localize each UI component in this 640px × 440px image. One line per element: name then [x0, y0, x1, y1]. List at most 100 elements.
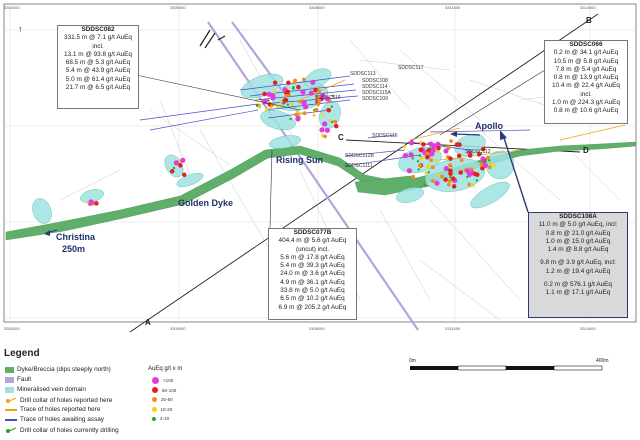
- au-class-item: >100: [152, 377, 173, 384]
- assay-dot: [286, 80, 291, 86]
- assay-dot: [285, 89, 290, 95]
- assay-dot: [421, 142, 426, 147]
- au-class-label: 20-50: [161, 397, 173, 402]
- orange-collar-icon: [6, 397, 17, 403]
- au-class-item: 20-50: [152, 397, 173, 402]
- assay-dot: [454, 142, 460, 147]
- assay-dot: [427, 171, 430, 174]
- assay-dot: [426, 166, 430, 170]
- assay-dot: [448, 156, 453, 161]
- legend-label: Fault: [17, 376, 32, 383]
- assay-dot: [313, 87, 318, 93]
- section-letter-c: C: [338, 133, 344, 142]
- au-class-label: 10-20: [160, 407, 173, 412]
- assay-dot: [479, 152, 483, 155]
- assay-dot: [446, 182, 451, 187]
- legend-label: Trace of holes reported here: [20, 406, 101, 413]
- easting-tick-bottom-5: 3314000: [580, 326, 596, 331]
- assay-dot: [449, 176, 452, 179]
- orange-trace-icon: [5, 408, 17, 411]
- assay-dot: [429, 147, 432, 150]
- assay-dot: [471, 183, 475, 187]
- intercept-line: (uncut) incl.: [295, 245, 330, 253]
- scale-end-label: 400m: [596, 358, 609, 364]
- assay-dot: [443, 166, 449, 172]
- assay-dot: [416, 160, 420, 163]
- callout-title: SDDSC077B: [293, 229, 332, 236]
- assay-dot: [315, 94, 319, 99]
- legend-item-vein: Mineralised vein domain: [5, 386, 86, 393]
- legend-item-collar-drilling: Drill collar of holes currently drilling: [5, 426, 119, 434]
- assay-dot: [435, 150, 439, 154]
- au-class-item: 10-20: [152, 407, 172, 412]
- assay-dot: [429, 158, 433, 163]
- assay-dot: [320, 93, 326, 99]
- intercept-line: 33.8 m @ 5.0 g/t AuEq: [280, 287, 345, 295]
- assay-dot: [333, 123, 339, 129]
- intercept-line: 0.8 m @ 10.6 g/t AuEq: [553, 107, 619, 115]
- assay-dot: [418, 147, 424, 153]
- vein-swatch-icon: [5, 386, 14, 393]
- assay-dot: [451, 176, 456, 181]
- assay-dot: [449, 139, 453, 143]
- assay-dot: [298, 111, 302, 116]
- apollo-arrow: [450, 131, 481, 137]
- assay-dot: [293, 78, 297, 83]
- intercept-line: incl.: [92, 42, 104, 50]
- assay-dot: [328, 118, 332, 123]
- assay-dot: [486, 155, 490, 160]
- legend-label: Mineralised vein domain: [17, 386, 86, 393]
- assay-dot: [301, 100, 307, 106]
- assay-dot: [411, 157, 414, 160]
- au-class-item: 2-10: [152, 416, 169, 421]
- au-class-label: 50-100: [162, 387, 177, 393]
- callout-sddsc066: SDDSC066 0.2 m @ 34.1 g/t AuEq 10.5 m @ …: [544, 40, 628, 124]
- dyke-swatch-icon: [5, 366, 14, 373]
- assay-dot: [402, 153, 408, 159]
- north-arrow-icon: ↑: [18, 24, 23, 34]
- area-label-golden-dyke: Golden Dyke: [178, 198, 234, 208]
- assay-dot: [488, 159, 491, 162]
- assay-dot: [303, 104, 309, 110]
- hole-label: SDDSC112B: [345, 153, 374, 159]
- assay-dot: [446, 145, 451, 149]
- green-collar-icon: [6, 427, 17, 433]
- assay-dot: [443, 144, 446, 148]
- callout-sddsc108a: SDDSC108A 11.0 m @ 5.0 g/t AuEq, incl: 0…: [528, 212, 628, 318]
- assay-dot: [316, 102, 320, 107]
- assay-dot: [94, 201, 99, 206]
- assay-dot: [324, 127, 330, 133]
- easting-tick-2: 3305000: [170, 5, 186, 10]
- assay-dot: [258, 105, 262, 109]
- fault-dip-symbol: [199, 29, 226, 49]
- assay-dot: [292, 86, 295, 89]
- orange-dot-icon: [152, 397, 157, 402]
- legend-item-fault: Fault: [5, 376, 31, 383]
- intercept-line: 13.1 m @ 93.8 g/t AuEq: [64, 50, 132, 58]
- assay-dot: [282, 98, 288, 103]
- intercept-line: 5.4 m @ 39.3 g/t AuEq: [280, 262, 345, 270]
- au-legend-title: AuEq g/t x m: [148, 366, 183, 372]
- area-label-christina-depth: 250m: [62, 244, 86, 254]
- scale-start-label: 0m: [409, 358, 416, 364]
- assay-dot: [418, 154, 422, 157]
- intercept-line: 68.5 m @ 5.3 g/t AuEq: [65, 59, 131, 67]
- assay-dot: [443, 177, 448, 182]
- intercept-line: 1.0 m @ 224.3 g/t AuEq: [552, 99, 620, 107]
- assay-dot: [480, 146, 486, 152]
- easting-tick-bottom-1: 3302000: [4, 326, 20, 331]
- intercept-line: 6.5 m @ 10.2 g/t AuEq: [280, 295, 345, 303]
- blue-trace-icon: [5, 418, 17, 421]
- assay-dot: [417, 168, 420, 171]
- legend: Legend Dyke/Breccia (dips steeply north)…: [0, 346, 640, 440]
- assay-dot: [408, 152, 414, 158]
- area-label-apollo: Apollo: [475, 121, 503, 131]
- assay-dot: [324, 96, 330, 102]
- assay-dot: [321, 112, 325, 116]
- assay-dot: [430, 165, 435, 170]
- hole-label: SDDSC109: [362, 96, 388, 102]
- intercept-line: 404.4 m @ 5.6 g/t AuEq: [278, 237, 347, 245]
- assay-dot: [408, 140, 415, 146]
- red-dot-icon: [152, 387, 158, 393]
- assay-dot: [273, 90, 277, 94]
